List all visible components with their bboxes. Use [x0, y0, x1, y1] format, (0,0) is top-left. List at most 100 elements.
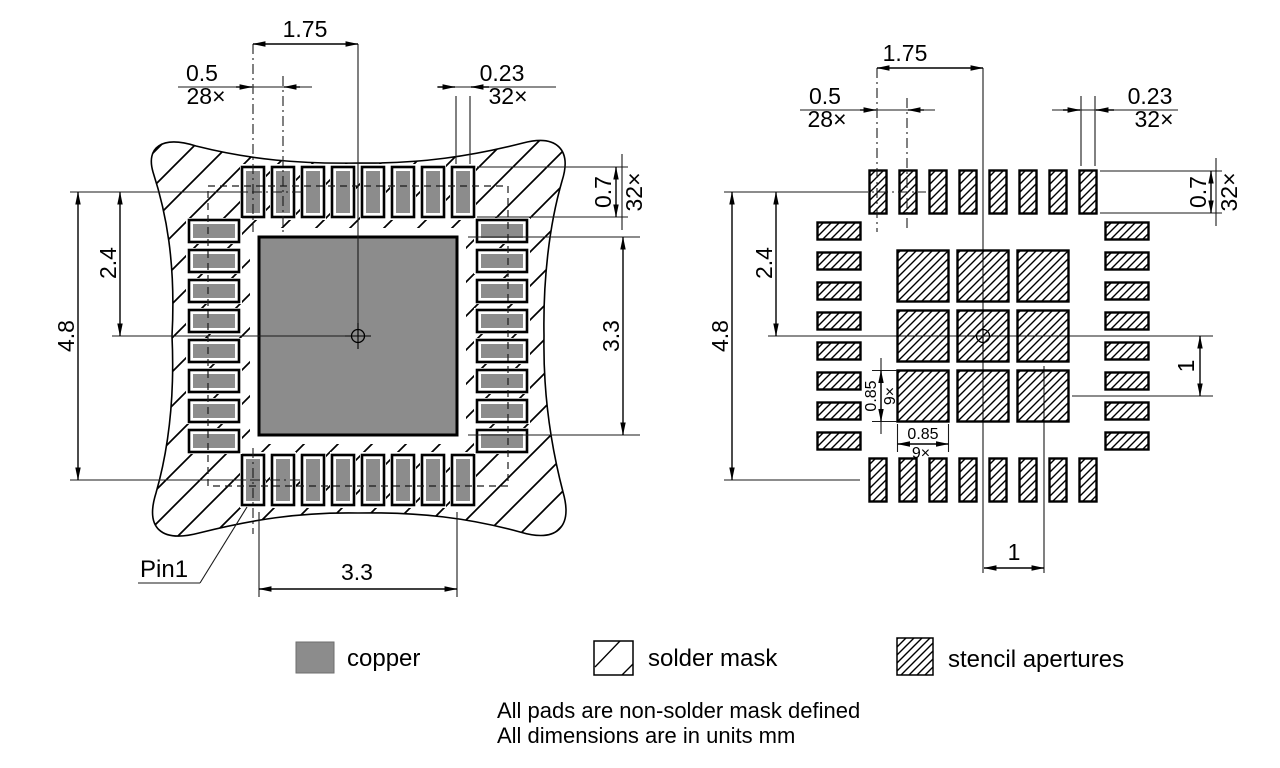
copper-pad: [448, 450, 478, 510]
stencil-aperture: [1078, 169, 1098, 215]
dim-qty-label: 32×: [1134, 106, 1173, 132]
stencil-aperture: [868, 457, 888, 503]
stencil-aperture: [928, 169, 948, 215]
dim-thermal-aperture-width: 0.85 9×: [896, 424, 950, 462]
copper-pad: [448, 162, 478, 222]
copper-pad: [472, 366, 532, 396]
dim-pad-length: 0.7 32×: [477, 154, 647, 230]
dim-label: 0.5: [809, 83, 841, 109]
dim-label: 4.8: [707, 320, 733, 352]
dim-label: 1.75: [883, 40, 928, 66]
note-line-2: All dimensions are in units mm: [497, 723, 795, 748]
thermal-aperture: [1016, 309, 1070, 363]
thermal-aperture: [956, 369, 1010, 423]
stencil-aperture: [1104, 341, 1150, 361]
copper-pad: [184, 306, 244, 336]
stencil-aperture: [1018, 169, 1038, 215]
copper-swatch: [295, 641, 335, 674]
dim-label: 3.3: [341, 559, 373, 585]
dim-qty-label: 32×: [1216, 172, 1242, 211]
stencil-aperture: [1104, 281, 1150, 301]
copper-pad: [388, 162, 418, 222]
dim-thermal-aperture-height: 0.85 9×: [863, 358, 899, 434]
dim-label: 1.75: [283, 16, 328, 42]
legend-solder-mask: solder mask: [593, 640, 778, 676]
copper-pad: [358, 450, 388, 510]
stencil-aperture: [1104, 401, 1150, 421]
dim-thermal-pitch-horizontal: 1: [983, 539, 1045, 571]
copper-pad: [298, 162, 328, 222]
stencil-aperture: [1104, 311, 1150, 331]
note-line-1: All pads are non-solder mask defined: [497, 698, 860, 723]
thermal-aperture: [956, 249, 1010, 303]
thermal-aperture: [1016, 249, 1070, 303]
copper-pad: [472, 426, 532, 456]
copper-pad: [184, 246, 244, 276]
dim-aperture-length: 0.7 32×: [1100, 158, 1242, 226]
stencil-aperture: [958, 169, 978, 215]
notes: All pads are non-solder mask defined All…: [497, 698, 860, 748]
dim-label: 0.85: [907, 426, 938, 443]
copper-pad: [472, 396, 532, 426]
dim-thermal-pitch-vertical: 1: [1173, 335, 1203, 397]
dim-full-span: 4.8: [707, 191, 860, 481]
copper-pad: [184, 336, 244, 366]
dim-label: 0.23: [1128, 83, 1173, 109]
stencil-aperture: [1104, 221, 1150, 241]
stencil-aperture: [1048, 169, 1068, 215]
dim-pitch-span: 1.75: [252, 16, 359, 47]
dim-qty-label: 32×: [621, 172, 647, 211]
stencil-aperture: [1078, 457, 1098, 503]
copper-pad: [328, 450, 358, 510]
legend-stencil-apertures-label: stencil apertures: [948, 646, 1124, 673]
copper-pad: [184, 276, 244, 306]
dim-qty-label: 9×: [912, 445, 930, 462]
stencil-view: 1.75 0.5 28× 0.23 32× 0.7 32×: [707, 40, 1242, 573]
dim-label: 4.8: [53, 320, 79, 352]
stencil-aperture: [816, 341, 862, 361]
copper-pad: [388, 450, 418, 510]
dim-qty-label: 28×: [807, 106, 846, 132]
dim-label: 0.85: [863, 380, 880, 411]
stencil-aperture: [988, 457, 1008, 503]
dim-pitch: 0.5 28×: [178, 60, 312, 109]
dim-full-span: 4.8: [53, 191, 248, 481]
hatch-line: [594, 640, 621, 668]
stencil-aperture: [816, 371, 862, 391]
stencil-aperture: [898, 457, 918, 503]
stencil-aperture: [816, 221, 862, 241]
copper-pad: [184, 216, 244, 246]
legend-copper: copper: [295, 641, 420, 674]
stencil-aperture: [816, 251, 862, 271]
dim-thermal-height: 3.3: [468, 236, 640, 436]
stencil-aperture: [928, 457, 948, 503]
thermal-aperture: [896, 249, 950, 303]
stencil-aperture: [816, 281, 862, 301]
solder-mask-swatch: [593, 640, 634, 676]
stencil-aperture: [958, 457, 978, 503]
stencil-aperture: [816, 401, 862, 421]
copper-pad: [328, 162, 358, 222]
stencil-aperture: [1104, 371, 1150, 391]
dim-half-span: 2.4: [751, 191, 779, 337]
pin1-label: Pin1: [140, 556, 188, 583]
hatch-line: [621, 663, 634, 676]
copper-pad: [472, 216, 532, 246]
legend-stencil-apertures: stencil apertures: [896, 637, 1124, 676]
copper-pad: [418, 162, 448, 222]
dim-label: 1: [1008, 539, 1021, 565]
stencil-aperture: [1104, 251, 1150, 271]
stencil-aperture: [816, 311, 862, 331]
leader-line: [199, 506, 248, 584]
dim-label: 2.4: [95, 247, 121, 279]
dim-label: 1: [1173, 360, 1199, 373]
legend: copper solder mask stencil apertures: [295, 637, 1124, 676]
thermal-aperture: [896, 309, 950, 363]
copper-solder-mask-view: 1.75 0.5 28× 0.23 32× 0.7 32×: [53, 16, 647, 597]
thermal-aperture: [896, 369, 950, 423]
dim-label: 0.7: [590, 176, 616, 208]
dim-aperture-width: 0.23 32×: [1052, 83, 1178, 166]
legend-solder-mask-label: solder mask: [648, 645, 778, 672]
